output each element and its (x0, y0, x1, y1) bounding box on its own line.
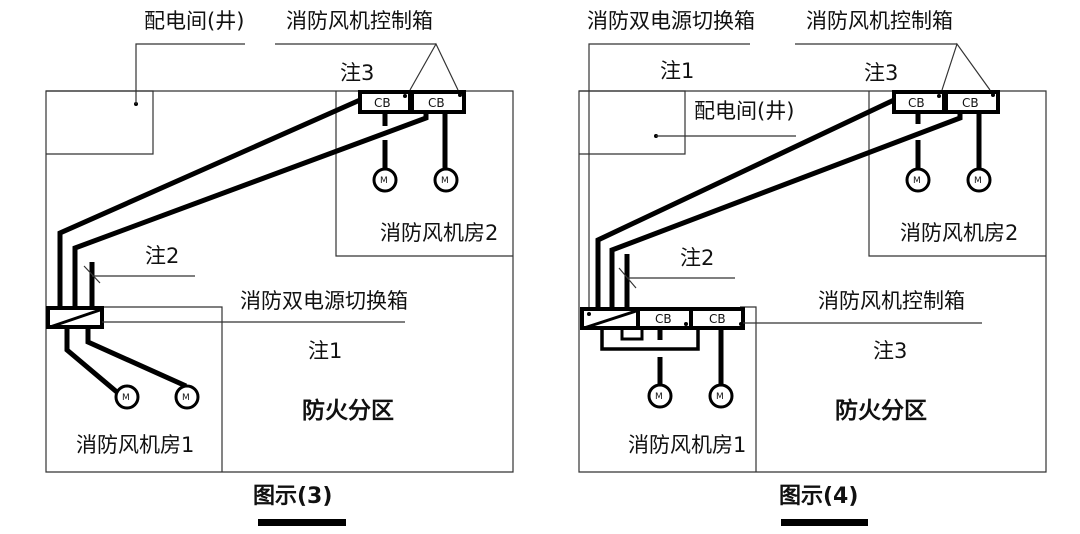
note-3: 注3 (340, 61, 374, 85)
figure-caption: 图示(4) (779, 484, 858, 509)
distribution-room-leader (135, 43, 245, 104)
fire-zone-outline (45, 90, 514, 473)
caption-underline (258, 519, 346, 526)
fan-room-2-outline (868, 91, 1046, 257)
motor-icon: M (372, 167, 398, 193)
note-1: 注1 (660, 59, 694, 83)
svg-text:M: M (913, 176, 921, 186)
note-3-bottom: 注3 (873, 339, 907, 363)
control-box-cb-2 (944, 90, 1000, 114)
switch-symbol (583, 309, 637, 330)
svg-text:M: M (974, 176, 982, 186)
note-2-tick (83, 265, 101, 284)
motor-icon: M (905, 167, 931, 193)
cb-label-1: CB (374, 96, 391, 110)
control-box-cb-2 (410, 90, 466, 114)
distribution-room-outline (46, 90, 154, 155)
bottom-cb-label-2: CB (709, 312, 726, 326)
cb-marker-2 (991, 93, 995, 97)
bottom-cb-marker-1 (684, 322, 688, 326)
bottom-cb-label-1: CB (655, 312, 672, 326)
distribution-room-outline (579, 90, 686, 155)
switch-box-leader (588, 43, 750, 318)
fire-zone-label: 防火分区 (302, 397, 394, 424)
bypass-notch (620, 328, 644, 341)
cable-motor-c (64, 327, 120, 395)
switch-box-label: 消防双电源切换箱 (240, 289, 408, 313)
control-box-leader (409, 42, 459, 91)
cb-label-1: CB (908, 96, 925, 110)
motor-icon: M (433, 167, 459, 193)
svg-text:M: M (182, 393, 190, 403)
fan-room-2-outline (335, 91, 513, 257)
note-2: 注2 (145, 244, 179, 268)
fire-zone-label: 防火分区 (835, 397, 927, 424)
motor-icon: M (966, 167, 992, 193)
motor-icon: M (647, 383, 673, 409)
cb-marker-1 (937, 94, 941, 98)
note-1: 注1 (308, 339, 342, 363)
control-box-label: 消防风机控制箱 (286, 9, 433, 33)
distribution-room-label: 配电间(井) (144, 9, 244, 33)
figure-3: 配电间(井) 消防风机房2 消防风机房1 防火分区 CB CB 消防风机控制箱 … (45, 9, 514, 526)
motor-icon: M (708, 383, 734, 409)
cable-motor-d (85, 327, 188, 389)
caption-underline (781, 519, 868, 526)
bypass-loop (600, 328, 700, 351)
fan-room-1-label: 消防风机房1 (628, 433, 746, 457)
feeder-cable-1 (57, 97, 362, 307)
control-box-leader (941, 42, 991, 91)
control-box-label-bottom: 消防风机控制箱 (818, 289, 965, 313)
feeder-cable-2 (72, 112, 429, 307)
control-box-label-top: 消防风机控制箱 (806, 9, 953, 33)
distribution-room-label: 配电间(井) (694, 99, 794, 123)
cb-label-2: CB (962, 96, 979, 110)
figure-4: 配电间(井) 消防双电源切换箱 注1 消防风机房2 消防风机房1 防火分区 CB… (578, 9, 1047, 526)
svg-text:M: M (441, 176, 449, 186)
svg-text:M: M (380, 176, 388, 186)
switch-box-label: 消防双电源切换箱 (587, 9, 755, 33)
cb-marker-1 (403, 94, 407, 98)
svg-text:M: M (655, 392, 663, 402)
switch-marker (587, 312, 591, 316)
fire-zone-outline (578, 90, 1047, 473)
switch-symbol (49, 308, 101, 329)
fan-room-1-label: 消防风机房1 (76, 433, 194, 457)
feeder-cable-1 (595, 97, 896, 308)
svg-text:M: M (122, 393, 130, 403)
fan-room-2-label: 消防风机房2 (380, 221, 498, 245)
fan-room-1-outline (100, 306, 223, 472)
bottom-control-box-cb-2 (689, 307, 745, 330)
cb-marker-2 (458, 93, 462, 97)
feeder-cable-2 (609, 112, 963, 308)
bottom-cb-marker-2 (739, 322, 743, 326)
fan-room-2-label: 消防风机房2 (900, 221, 1018, 245)
svg-text:M: M (716, 392, 724, 402)
note-3-top: 注3 (864, 61, 898, 85)
note-2: 注2 (680, 246, 714, 270)
motor-icon: M (114, 384, 140, 410)
figure-caption: 图示(3) (253, 484, 332, 509)
cb-label-2: CB (428, 96, 445, 110)
motor-icon: M (174, 384, 200, 410)
fan-room-1-outline (740, 306, 757, 472)
